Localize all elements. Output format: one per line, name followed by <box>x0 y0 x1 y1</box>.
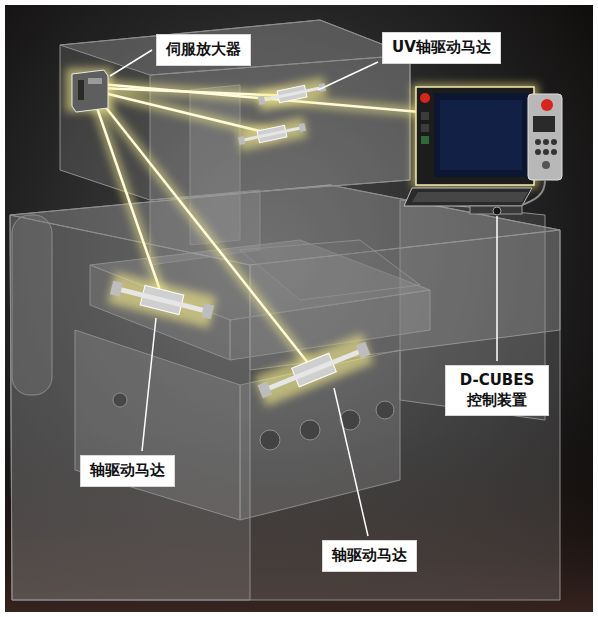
drive-motors-part-part <box>237 117 308 151</box>
machine-body-part <box>150 55 410 200</box>
leader-lines-part <box>496 216 498 361</box>
d-cubes-controller-part <box>522 180 545 205</box>
drive-motors-part-part <box>258 381 273 398</box>
servo-amplifier-part <box>88 78 102 84</box>
controller-label: D-CUBES 控制装置 <box>445 365 549 416</box>
servo-amplifier-label: 伺服放大器 <box>156 34 251 66</box>
machine-body-part <box>12 215 52 395</box>
d-cubes-controller-part <box>420 93 430 103</box>
label-text: 轴驱动马达 <box>90 461 165 481</box>
servo-amplifier-part <box>66 68 112 112</box>
machine-body <box>10 20 560 600</box>
drive-motors-part <box>254 333 374 406</box>
glow-wiring-part <box>95 84 420 368</box>
glow-wiring-part <box>95 84 420 368</box>
machine-body-part <box>260 430 280 450</box>
uv-motor-label: UV轴驱动马达 <box>382 32 501 64</box>
drive-motors-part-part <box>201 303 214 319</box>
d-cubes-controller-part <box>535 139 541 145</box>
machine-body-part <box>376 401 394 419</box>
d-cubes-controller-part <box>421 112 429 120</box>
drive-motors-part <box>257 77 328 111</box>
drive-motors-part-part <box>258 96 266 105</box>
glow-wiring-part-part <box>100 92 272 134</box>
d-cubes-controller-part <box>421 136 429 144</box>
d-cubes-controller-part <box>533 116 555 132</box>
d-cubes-controller-part <box>416 87 534 185</box>
d-cubes-controller-part <box>434 93 528 177</box>
leader-lines-part <box>334 388 368 536</box>
d-cubes-controller-part <box>493 207 501 215</box>
drive-motors-part-part <box>257 77 328 111</box>
background-part <box>5 5 593 612</box>
label-text: 轴驱动马达 <box>332 546 407 566</box>
d-cubes-controller-part <box>528 94 562 180</box>
drive-motors-part-part <box>108 272 217 328</box>
machine-body-part <box>75 330 240 520</box>
machine-body-part <box>240 240 420 300</box>
axis-motor-label: 轴驱动马达 <box>80 455 175 487</box>
machine-body-part <box>10 185 560 600</box>
drive-motors-part-part <box>299 123 307 132</box>
leader-lines-part <box>142 318 156 451</box>
drive-motors-part-part <box>356 342 371 359</box>
drive-motors-part-part <box>262 86 321 101</box>
servo-amplifier-part <box>72 70 108 112</box>
d-cubes-controller-part <box>421 124 429 132</box>
d-cubes-controller-part <box>470 206 522 214</box>
drive-motors-part <box>237 117 308 151</box>
machine-body-part <box>300 420 320 440</box>
d-cubes-controller-part <box>543 149 549 155</box>
d-cubes-controller-part <box>542 161 550 169</box>
glow-wiring-part-part <box>100 100 312 368</box>
glow-wiring-part-part <box>95 102 162 296</box>
drive-motors-part-part <box>110 281 123 297</box>
d-cubes-controller-part <box>440 100 522 170</box>
label-text: UV轴驱动马达 <box>392 38 491 58</box>
drive-motors-part-part <box>242 126 301 141</box>
d-cubes-controller-part <box>541 99 553 111</box>
servo-amplifier <box>66 68 112 112</box>
drive-motors-part-part <box>254 333 374 406</box>
machine-body-part <box>400 200 545 420</box>
machine-body-part <box>113 393 127 407</box>
drive-motors-part-part <box>265 348 363 392</box>
d-cubes-controller-part <box>404 188 532 206</box>
leader-lines-part <box>318 62 378 90</box>
d-cubes-controller <box>404 84 562 215</box>
d-cubes-controller-part <box>535 149 541 155</box>
drive-motors-part-part <box>117 286 207 313</box>
d-cubes-controller-part <box>412 84 538 188</box>
d-cubes-controller-part <box>543 139 549 145</box>
drive-motors-part-part <box>238 136 246 145</box>
servo-amplifier-part <box>78 80 84 100</box>
glow-wiring-part-part <box>100 84 420 112</box>
d-cubes-controller-part <box>412 192 528 202</box>
axis-motor-label: 轴驱动马达 <box>322 540 417 572</box>
glow-wiring <box>95 84 420 368</box>
label-text: D-CUBES 控制装置 <box>455 371 539 410</box>
glow-wiring-part-part <box>100 84 420 112</box>
drive-motors <box>108 77 374 406</box>
label-text: 伺服放大器 <box>166 40 241 60</box>
leader-lines-part <box>110 50 152 76</box>
d-cubes-controller-part <box>551 149 557 155</box>
d-cubes-controller-part <box>551 139 557 145</box>
drive-motors-part <box>108 272 217 328</box>
background <box>5 5 593 612</box>
glow-wiring-part-part <box>100 100 312 368</box>
